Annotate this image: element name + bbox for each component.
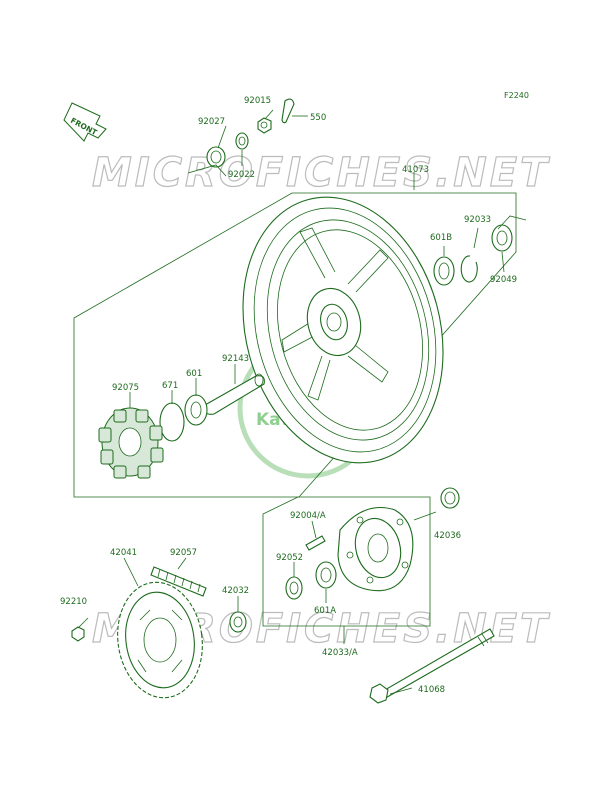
label-92210: 92210 xyxy=(60,597,87,607)
part-92210-nut xyxy=(71,626,85,642)
part-92143-collar xyxy=(203,373,265,415)
part-92057-chain xyxy=(150,566,207,597)
part-92033-circlip xyxy=(460,255,478,283)
part-42041-sprocket xyxy=(117,581,203,699)
leader-lines xyxy=(77,109,527,695)
label-92015: 92015 xyxy=(244,96,271,106)
label-42033a: 42033/A xyxy=(322,648,358,658)
label-92052: 92052 xyxy=(276,553,303,563)
label-671: 671 xyxy=(162,381,178,391)
label-92033: 92033 xyxy=(464,215,491,225)
wheel-assembly-outline xyxy=(73,192,517,498)
label-92057: 92057 xyxy=(170,548,197,558)
part-601a-bearing xyxy=(315,561,337,589)
part-42033a-coupling xyxy=(337,506,414,592)
label-601a: 601A xyxy=(314,606,336,616)
part-42032-collar xyxy=(229,611,247,633)
label-42032: 42032 xyxy=(222,586,249,596)
part-601b-bearing xyxy=(433,256,455,286)
part-92015-locknut xyxy=(257,117,272,134)
label-92075: 92075 xyxy=(112,383,139,393)
front-arrow-icon: FRONT xyxy=(63,102,107,142)
label-92004a: 92004/A xyxy=(290,511,326,521)
watermark-top: MICROFICHES.NET xyxy=(92,150,550,196)
reference-code: F2240 xyxy=(504,91,529,100)
part-550-cotter-pin xyxy=(281,98,295,124)
label-550: 550 xyxy=(310,113,326,123)
label-92143: 92143 xyxy=(222,354,249,364)
part-92075-damper xyxy=(98,407,164,479)
label-42036: 42036 xyxy=(434,531,461,541)
label-92022: 92022 xyxy=(228,170,255,180)
part-42036-collar xyxy=(440,487,460,509)
label-92049: 92049 xyxy=(490,275,517,285)
label-41073: 41073 xyxy=(402,165,429,175)
label-92027: 92027 xyxy=(198,117,225,127)
part-671-o-ring xyxy=(159,402,185,442)
label-601: 601 xyxy=(186,369,202,379)
part-92052-washer xyxy=(285,576,303,600)
part-92027-collar xyxy=(206,146,226,168)
part-41068-axle xyxy=(369,628,495,704)
label-601b: 601B xyxy=(430,233,452,243)
part-92022-washer xyxy=(235,132,249,150)
part-601-bearing xyxy=(184,394,208,426)
part-92004a-stud xyxy=(305,535,326,551)
wheel-41073 xyxy=(242,196,444,464)
part-92049-oil-seal xyxy=(491,224,513,252)
coupling-assembly-outline xyxy=(262,496,431,627)
label-42041: 42041 xyxy=(110,548,137,558)
label-41068: 41068 xyxy=(418,685,445,695)
